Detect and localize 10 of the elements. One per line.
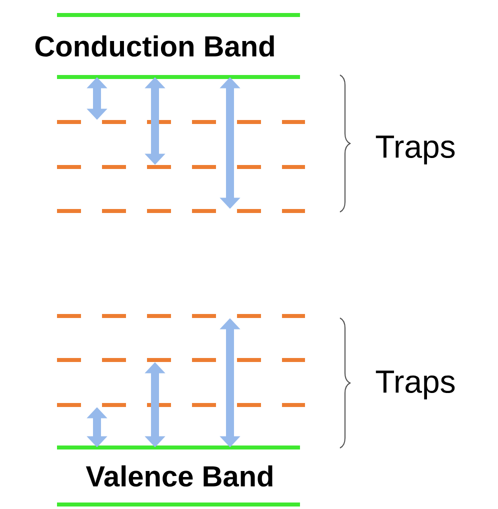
trap-level	[57, 120, 305, 124]
energy-band: Conduction Band	[35, 13, 300, 79]
trap-level	[57, 314, 305, 318]
trap-level	[57, 165, 305, 169]
trap-level	[57, 403, 305, 407]
trap-level	[57, 358, 305, 362]
traps-label: Traps	[376, 370, 455, 400]
traps-label: Traps	[376, 136, 455, 164]
energy-band: Valence Band	[57, 446, 300, 506]
trap-level	[57, 209, 305, 213]
